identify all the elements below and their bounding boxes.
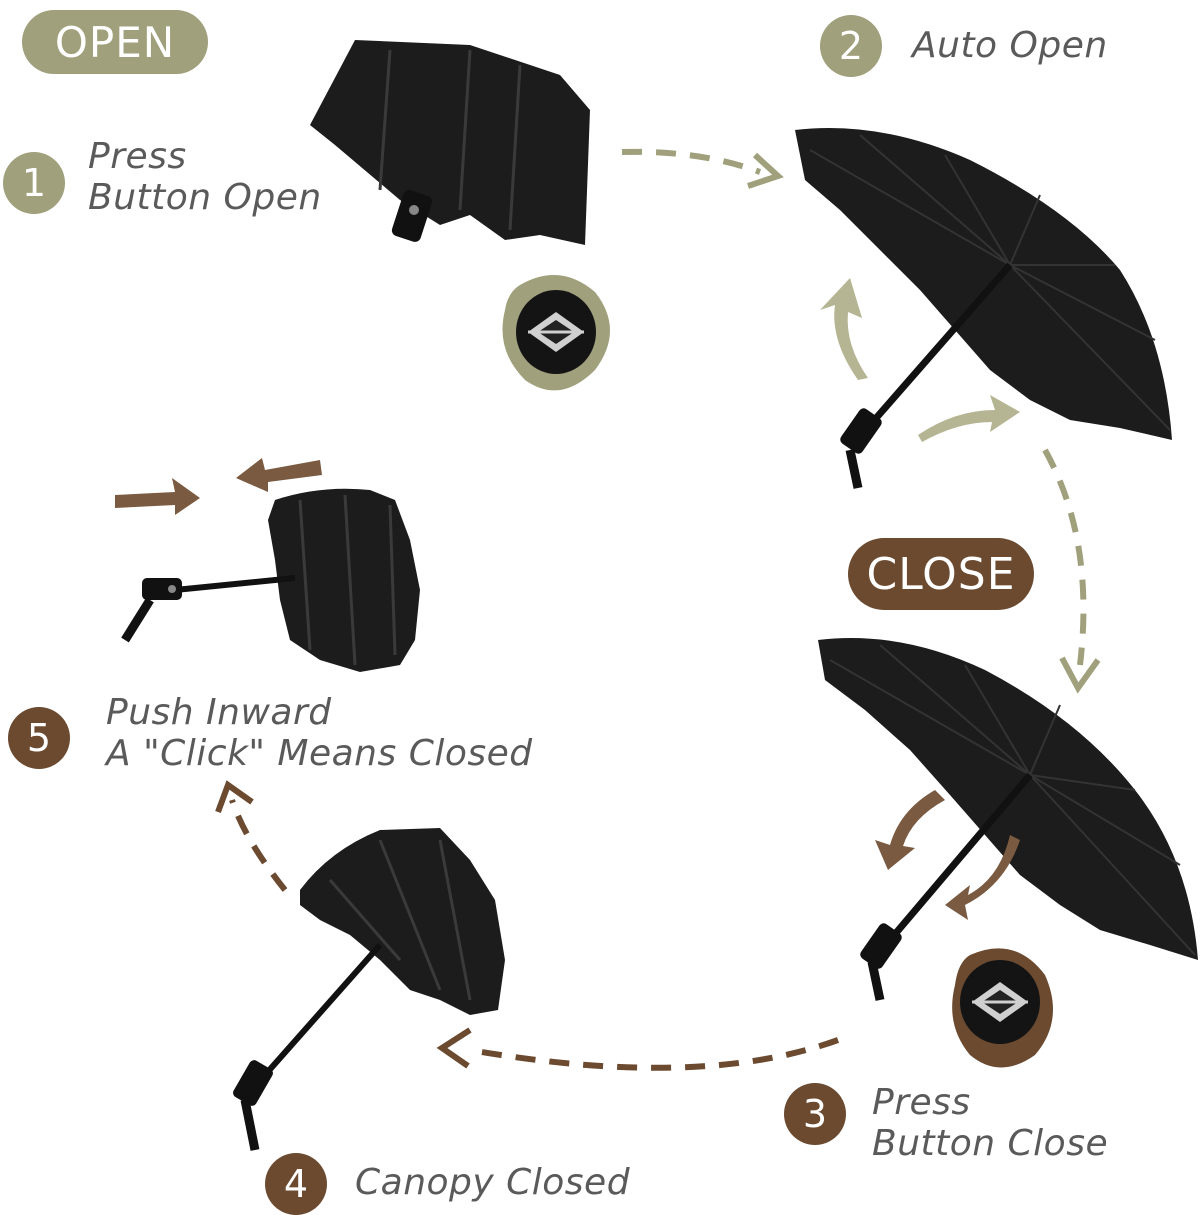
close-button-callout-icon: [952, 948, 1053, 1068]
push-inward-umbrella-icon: [121, 488, 420, 672]
step-5-line-1: Push Inward: [106, 692, 332, 733]
step-3-line-2: Button Close: [872, 1123, 1109, 1165]
step-1-line-1: Press: [88, 136, 187, 177]
canopy-closed-umbrella-icon: [233, 828, 505, 1151]
step-1-text: Press Button Open: [88, 136, 322, 219]
closing-umbrella-icon: [818, 638, 1198, 1001]
dashed-arrow-icon: [1042, 448, 1101, 694]
step-4-number: 4: [265, 1153, 327, 1215]
step-2-number: 2: [820, 15, 882, 77]
step-3-number: 3: [784, 1083, 846, 1145]
dashed-arrow-icon: [215, 780, 288, 892]
step-5-line-2: A "Click" Means Closed: [106, 733, 533, 775]
straight-arrow-icon: [115, 458, 322, 515]
step-3-line-1: Press: [872, 1082, 971, 1123]
step-1-number: 1: [3, 152, 65, 214]
dashed-arrow-icon: [621, 148, 784, 189]
close-section-label: CLOSE: [848, 538, 1034, 610]
step-3-text: Press Button Close: [872, 1082, 1108, 1165]
open-section-label: OPEN: [22, 10, 208, 74]
step-4-text: Canopy Closed: [355, 1162, 631, 1203]
open-button-callout-icon: [502, 275, 610, 391]
folded-umbrella-icon: [310, 40, 590, 245]
dashed-arrow-icon: [436, 1027, 840, 1071]
curved-arrow-icon: [820, 278, 1020, 442]
step-5-number: 5: [8, 707, 70, 769]
open-umbrella-icon: [795, 128, 1172, 489]
step-1-line-2: Button Open: [88, 177, 322, 219]
step-2-text: Auto Open: [912, 25, 1108, 66]
step-5-text: Push Inward A "Click" Means Closed: [106, 692, 533, 775]
